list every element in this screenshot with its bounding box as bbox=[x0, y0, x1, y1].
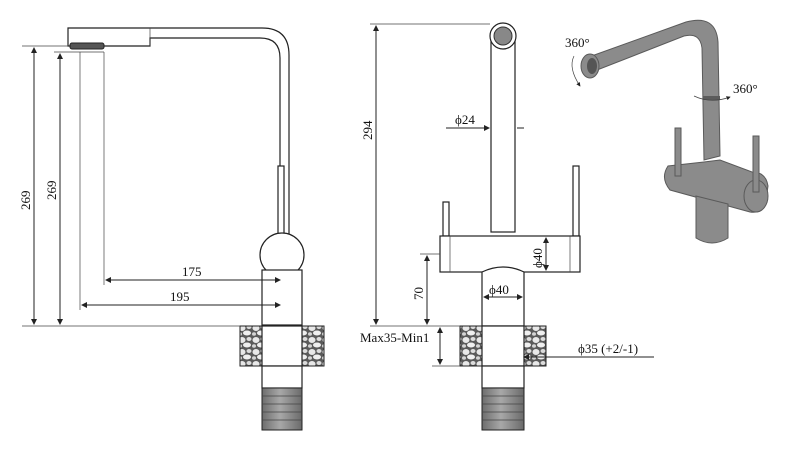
render-handle-right bbox=[752, 135, 760, 193]
render-handle-left bbox=[674, 127, 682, 177]
render-body-rotation-label: 360° bbox=[733, 81, 758, 96]
front-spout-column bbox=[490, 35, 516, 233]
front-handle-left bbox=[442, 201, 450, 237]
faucet-render: 360° 360° bbox=[565, 19, 769, 244]
front-nut bbox=[481, 387, 525, 431]
render-spout bbox=[585, 19, 721, 161]
front-view: 294 ϕ24 ϕ40 ϕ40 70 Max35-Min1 ϕ35 (+2/-1… bbox=[360, 22, 654, 431]
side-handle bbox=[277, 165, 285, 237]
front-handle-right bbox=[572, 165, 580, 237]
dim-front-handle-diameter: ϕ40 bbox=[530, 248, 545, 268]
side-nut bbox=[261, 387, 303, 431]
dim-front-total-height: 294 bbox=[360, 120, 375, 140]
side-spout bbox=[67, 27, 290, 246]
side-base bbox=[261, 269, 303, 326]
side-view: 269 269 175 195 bbox=[18, 27, 325, 431]
dim-front-hole-diameter: ϕ35 (+2/-1) bbox=[578, 341, 638, 356]
dim-front-body-height: 70 bbox=[411, 287, 426, 300]
dim-front-spout-diameter: ϕ24 bbox=[455, 112, 475, 127]
side-mount bbox=[261, 365, 303, 389]
render-spout-rotation-label: 360° bbox=[565, 35, 590, 50]
dim-front-body-diameter: ϕ40 bbox=[489, 282, 509, 297]
dim-front-deck-thickness: Max35-Min1 bbox=[360, 330, 429, 345]
side-aerator bbox=[69, 42, 105, 50]
dim-side-spout-height: 269 bbox=[44, 181, 59, 201]
dim-side-reach-175: 175 bbox=[182, 264, 202, 279]
front-mount bbox=[481, 365, 525, 389]
dim-side-reach-195: 195 bbox=[170, 289, 190, 304]
dim-side-total-height: 269 bbox=[18, 191, 33, 211]
front-body bbox=[439, 235, 581, 273]
